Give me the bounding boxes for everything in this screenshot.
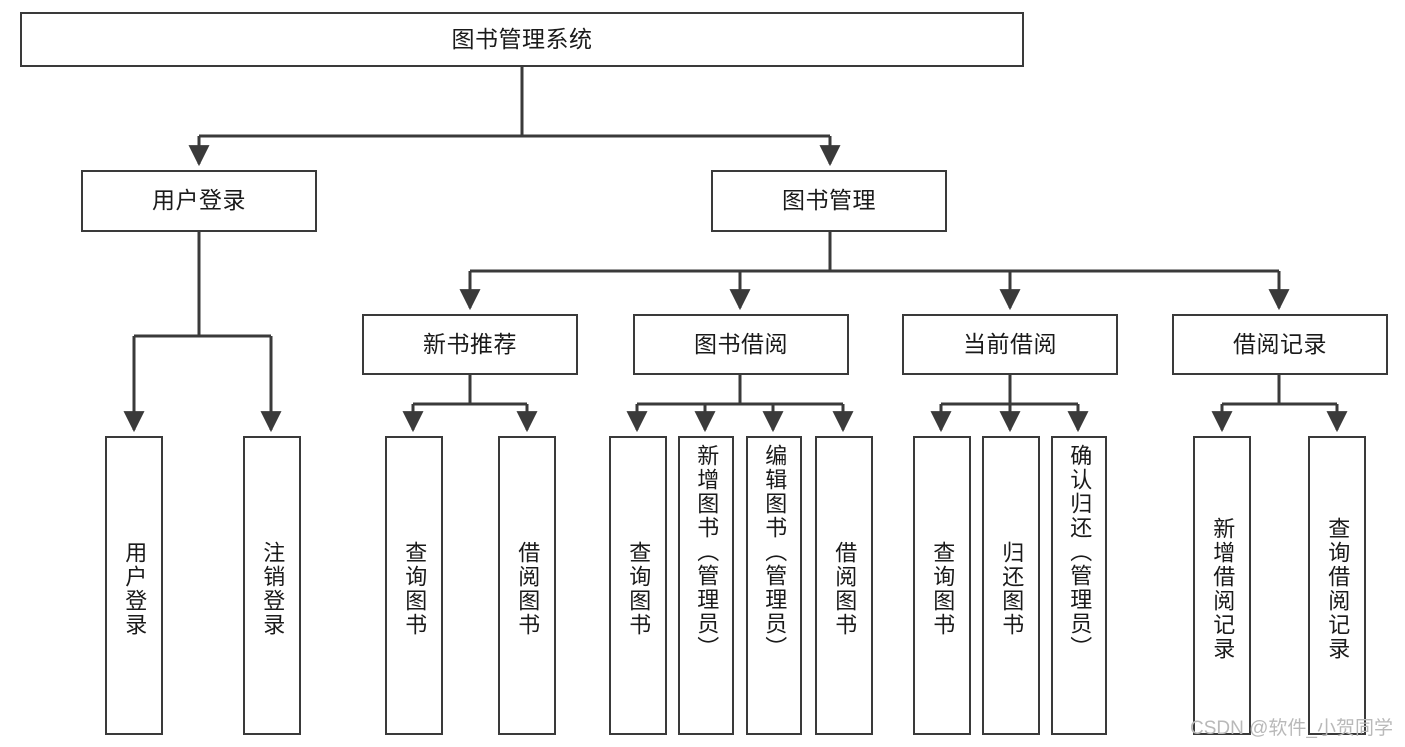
- node-leaf-bb-edit-book-label: 编辑图书（管理员）: [762, 444, 788, 660]
- node-leaf-nb-query-book-label: 查询图书: [402, 540, 428, 637]
- node-book-manage-label: 图书管理: [782, 187, 876, 214]
- node-leaf-nb-borrow-book-label: 借阅图书: [515, 540, 541, 637]
- node-leaf-bb-add-book-label: 新增图书（管理员）: [694, 444, 720, 660]
- node-leaf-br-add-record-label: 新增借阅记录: [1210, 516, 1236, 661]
- node-book-borrow-label: 图书借阅: [694, 330, 788, 357]
- node-new-book-recommend[interactable]: 新书推荐: [362, 314, 578, 375]
- node-root-system-label: 图书管理系统: [451, 25, 593, 52]
- node-leaf-cb-query-book-label: 查询图书: [930, 540, 956, 637]
- node-leaf-br-query-record-label: 查询借阅记录: [1325, 516, 1351, 661]
- node-leaf-cb-return-book[interactable]: 归还图书: [982, 436, 1040, 735]
- node-leaf-bb-add-book[interactable]: 新增图书（管理员）: [678, 436, 734, 735]
- node-leaf-bb-query-book[interactable]: 查询图书: [609, 436, 667, 735]
- node-leaf-cb-confirm-return-label: 确认归还（管理员）: [1067, 444, 1093, 660]
- node-leaf-user-login-label: 用户登录: [122, 540, 148, 637]
- node-leaf-cb-query-book[interactable]: 查询图书: [913, 436, 971, 735]
- node-book-borrow[interactable]: 图书借阅: [633, 314, 849, 375]
- node-leaf-bb-query-book-label: 查询图书: [626, 540, 652, 637]
- node-leaf-bb-edit-book[interactable]: 编辑图书（管理员）: [746, 436, 802, 735]
- node-leaf-br-query-record[interactable]: 查询借阅记录: [1308, 436, 1366, 735]
- node-borrow-record-label: 借阅记录: [1233, 330, 1327, 357]
- node-user-login-label: 用户登录: [152, 187, 246, 214]
- node-leaf-cb-confirm-return[interactable]: 确认归还（管理员）: [1051, 436, 1107, 735]
- node-user-login[interactable]: 用户登录: [81, 170, 317, 232]
- node-leaf-br-add-record[interactable]: 新增借阅记录: [1193, 436, 1251, 735]
- node-current-borrow[interactable]: 当前借阅: [902, 314, 1118, 375]
- node-new-book-recommend-label: 新书推荐: [423, 330, 517, 357]
- node-root-system[interactable]: 图书管理系统: [20, 12, 1024, 67]
- node-borrow-record[interactable]: 借阅记录: [1172, 314, 1388, 375]
- node-leaf-nb-borrow-book[interactable]: 借阅图书: [498, 436, 556, 735]
- node-leaf-logout[interactable]: 注销登录: [243, 436, 301, 735]
- node-leaf-bb-borrow-book[interactable]: 借阅图书: [815, 436, 873, 735]
- node-leaf-user-login[interactable]: 用户登录: [105, 436, 163, 735]
- node-leaf-bb-borrow-book-label: 借阅图书: [832, 540, 858, 637]
- node-leaf-logout-label: 注销登录: [260, 540, 286, 637]
- node-leaf-cb-return-book-label: 归还图书: [999, 540, 1025, 637]
- node-leaf-nb-query-book[interactable]: 查询图书: [385, 436, 443, 735]
- node-current-borrow-label: 当前借阅: [963, 330, 1057, 357]
- node-book-manage[interactable]: 图书管理: [711, 170, 947, 232]
